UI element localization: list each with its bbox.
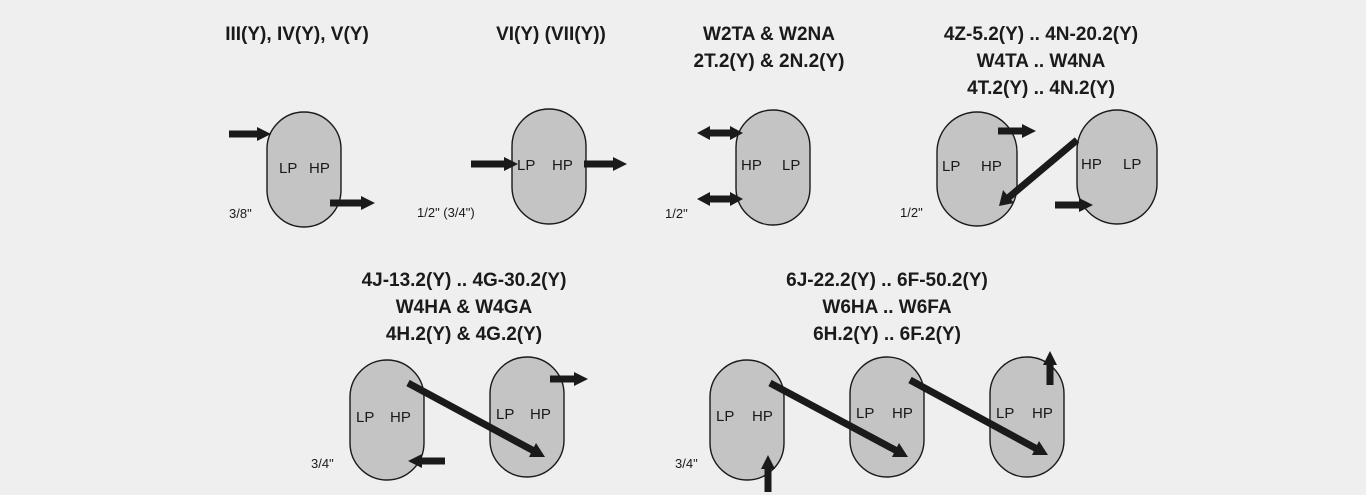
group-5-inlet-arrow	[408, 454, 445, 468]
group-6-inlet-arrow	[761, 455, 775, 492]
group-6: 6J-22.2(Y) .. 6F-50.2(Y) W6HA .. W6FA 6H…	[675, 270, 1065, 492]
group-1: III(Y), IV(Y), V(Y) LP HP 3/8"	[225, 24, 375, 228]
group-4-outlet-arrow	[998, 124, 1036, 138]
group-6-crossover-arrow-1	[768, 379, 908, 457]
group-2-outlet-arrow	[584, 157, 627, 171]
group-6-crossover-arrow-2	[908, 376, 1048, 455]
group-6-outlet-arrow	[1043, 351, 1057, 385]
group-4-title-3: 4T.2(Y) .. 4N.2(Y)	[967, 78, 1115, 99]
group-3: W2TA & W2NA 2T.2(Y) & 2N.2(Y) HP LP 1/2"	[665, 24, 845, 226]
group-6-title-3: 6H.2(Y) .. 6F.2(Y)	[813, 324, 961, 345]
group-2-pipe-size: 1/2" (3/4")	[417, 205, 475, 220]
group-1-outlet-arrow	[330, 196, 375, 210]
group-4-crossover-arrow	[999, 137, 1080, 206]
group-4-unit-2	[1076, 109, 1158, 225]
group-5-title-1: 4J-13.2(Y) .. 4G-30.2(Y)	[362, 270, 567, 291]
group-5-unit-1	[349, 359, 425, 481]
group-4-pipe-size: 1/2"	[900, 205, 923, 220]
group-4-unit-1	[936, 111, 1018, 227]
group-6-unit-3-right-port: HP	[1032, 405, 1053, 422]
group-2-inlet-arrow	[471, 157, 518, 171]
group-6-unit-2-right-port: HP	[892, 405, 913, 422]
group-5-unit-1-right-port: HP	[390, 409, 411, 426]
group-6-pipe-size: 3/4"	[675, 456, 698, 471]
group-6-title-1: 6J-22.2(Y) .. 6F-50.2(Y)	[786, 270, 988, 291]
group-3-unit-1-left-port: HP	[741, 157, 762, 174]
group-5-unit-1-left-port: LP	[356, 409, 374, 426]
group-4-unit-1-left-port: LP	[942, 158, 960, 175]
group-3-unit-1	[735, 109, 811, 226]
group-6-unit-3	[989, 356, 1065, 478]
group-5-unit-2-left-port: LP	[496, 406, 514, 423]
group-2-unit-1-left-port: LP	[517, 157, 535, 174]
group-6-title-2: W6HA .. W6FA	[822, 297, 951, 318]
group-5-unit-2	[489, 356, 565, 478]
group-4-unit-2-right-port: LP	[1123, 156, 1141, 173]
group-6-unit-1	[709, 359, 785, 481]
group-6-unit-2	[849, 356, 925, 478]
group-5-outlet-arrow	[550, 372, 588, 386]
group-6-unit-3-left-port: LP	[996, 405, 1014, 422]
group-4-unit-1-right-port: HP	[981, 158, 1002, 175]
group-3-pipe-size: 1/2"	[665, 206, 688, 221]
group-3-upper-connection-arrow	[697, 126, 743, 140]
group-6-unit-1-right-port: HP	[752, 408, 773, 425]
group-4-title-1: 4Z-5.2(Y) .. 4N-20.2(Y)	[944, 24, 1138, 45]
group-2: VI(Y) (VII(Y)) LP HP 1/2" (3/4")	[417, 24, 627, 225]
group-3-title-1: W2TA & W2NA	[703, 24, 835, 45]
group-4-inlet-arrow	[1055, 198, 1093, 212]
group-1-unit-1-right-port: HP	[309, 160, 330, 177]
group-4-title-2: W4TA .. W4NA	[977, 51, 1106, 72]
group-5: 4J-13.2(Y) .. 4G-30.2(Y) W4HA & W4GA 4H.…	[311, 270, 588, 481]
group-5-unit-2-right-port: HP	[530, 406, 551, 423]
group-4: 4Z-5.2(Y) .. 4N-20.2(Y) W4TA .. W4NA 4T.…	[900, 24, 1158, 227]
group-3-unit-1-right-port: LP	[782, 157, 800, 174]
group-3-lower-connection-arrow	[697, 192, 743, 206]
group-6-unit-2-left-port: LP	[856, 405, 874, 422]
group-3-title-2: 2T.2(Y) & 2N.2(Y)	[694, 51, 845, 72]
group-4-unit-2-left-port: HP	[1081, 156, 1102, 173]
group-1-title-1: III(Y), IV(Y), V(Y)	[225, 24, 369, 45]
group-1-inlet-arrow	[229, 127, 271, 141]
group-2-title-1: VI(Y) (VII(Y))	[496, 24, 606, 45]
group-2-unit-1-right-port: HP	[552, 157, 573, 174]
group-1-unit-1-left-port: LP	[279, 160, 297, 177]
group-6-unit-1-left-port: LP	[716, 408, 734, 425]
group-5-title-3: 4H.2(Y) & 4G.2(Y)	[386, 324, 542, 345]
group-5-title-2: W4HA & W4GA	[396, 297, 533, 318]
group-5-crossover-arrow	[406, 379, 545, 457]
group-1-pipe-size: 3/8"	[229, 206, 252, 221]
group-5-pipe-size: 3/4"	[311, 456, 334, 471]
group-1-unit-1	[266, 111, 342, 228]
